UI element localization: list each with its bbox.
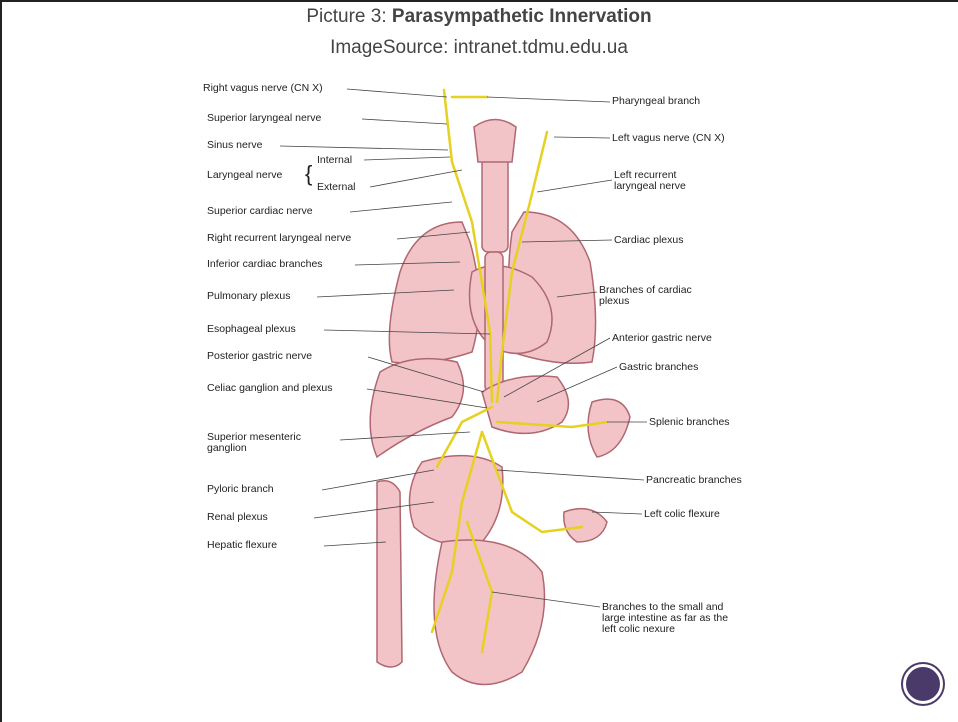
circle-nav-icon[interactable]: [903, 664, 943, 704]
label-celiac: Celiac ganglion and plexus: [207, 383, 333, 394]
leader-superior-cardiac: [350, 202, 452, 212]
label-superior-cardiac: Superior cardiac nerve: [207, 206, 313, 217]
leader-pharyngeal: [487, 97, 610, 102]
label-internal: Internal: [317, 155, 352, 166]
label-sup-mesenteric-2: ganglion: [207, 443, 247, 454]
leader-superior-laryngeal: [362, 119, 447, 124]
label-esophageal: Esophageal plexus: [207, 324, 296, 335]
label-pancreatic: Pancreatic branches: [646, 475, 742, 486]
slide-title: Picture 3: Parasympathetic Innervation: [0, 6, 958, 28]
label-anterior-gastric: Anterior gastric nerve: [612, 333, 712, 344]
leader-left-recurrent: [537, 180, 612, 192]
label-posterior-gastric: Posterior gastric nerve: [207, 351, 312, 362]
spleen: [588, 399, 630, 457]
label-laryngeal: Laryngeal nerve: [207, 170, 282, 181]
label-pyloric: Pyloric branch: [207, 484, 274, 495]
leader-pancreatic: [497, 470, 644, 480]
leader-right-vagus: [347, 89, 447, 97]
label-right-vagus: Right vagus nerve (CN X): [203, 83, 323, 94]
ascending-colon: [377, 481, 402, 667]
label-gastric-branches: Gastric branches: [619, 362, 698, 373]
leader-external: [370, 170, 462, 187]
anatomy-figure: Right vagus nerve (CN X) Superior laryng…: [152, 72, 826, 722]
label-left-vagus: Left vagus nerve (CN X): [612, 133, 725, 144]
label-right-recurrent: Right recurrent laryngeal nerve: [207, 233, 351, 244]
label-superior-laryngeal: Superior laryngeal nerve: [207, 113, 321, 124]
label-brace: {: [305, 163, 312, 185]
leader-sinus: [280, 146, 448, 150]
title-prefix: Picture 3:: [306, 6, 392, 27]
label-branches-cardiac-2: plexus: [599, 296, 629, 307]
label-pulmonary: Pulmonary plexus: [207, 291, 290, 302]
label-cardiac-plexus: Cardiac plexus: [614, 235, 683, 246]
larynx: [474, 120, 516, 163]
title-text: Parasympathetic Innervation: [392, 6, 652, 27]
pancreas: [410, 456, 503, 545]
label-sinus: Sinus nerve: [207, 140, 262, 151]
left-colic-flexure: [564, 509, 607, 542]
label-splenic: Splenic branches: [649, 417, 730, 428]
label-pharyngeal: Pharyngeal branch: [612, 96, 700, 107]
label-renal: Renal plexus: [207, 512, 268, 523]
label-inferior-cardiac: Inferior cardiac branches: [207, 259, 323, 270]
image-source: ImageSource: intranet.tdmu.edu.ua: [0, 37, 958, 59]
label-small-large-3: left colic nexure: [602, 624, 675, 635]
label-hepatic: Hepatic flexure: [207, 540, 277, 551]
label-left-recurrent-2: laryngeal nerve: [614, 181, 686, 192]
leader-internal: [364, 157, 450, 160]
leader-left-vagus: [554, 137, 610, 138]
label-external: External: [317, 182, 356, 193]
label-left-colic: Left colic flexure: [644, 509, 720, 520]
